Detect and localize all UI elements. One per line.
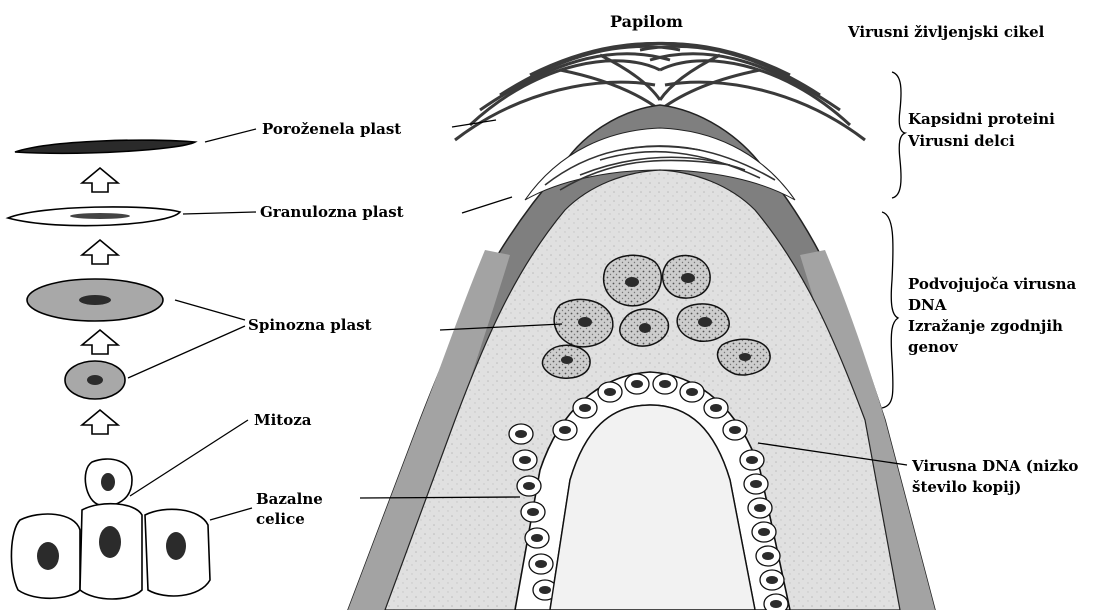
differentiation-stack — [8, 140, 210, 599]
up-arrow-icon — [82, 410, 118, 434]
basal-cell-nucleus — [758, 528, 770, 536]
label-capsid-line1: Kapsidni proteini — [908, 110, 1055, 129]
lifecycle-heading: Virusni življenjski cikel — [848, 23, 1044, 42]
basal-cell-nucleus — [762, 552, 774, 560]
label-basal-line1: Bazalne — [256, 490, 323, 509]
basal-cell-nucleus — [559, 426, 571, 434]
basal-cell-nucleus — [659, 380, 671, 388]
basal-cell-nucleus — [729, 426, 741, 434]
label-capsid-line2: Virusni delci — [908, 132, 1015, 151]
label-replication-line2: DNA — [908, 296, 946, 315]
brace-capsid — [892, 72, 905, 198]
basal-cell-nucleus — [710, 404, 722, 412]
label-spinous-layer: Spinozna plast — [248, 316, 372, 335]
basal-cell-nucleus — [631, 380, 643, 388]
basal-cell-nucleus — [754, 504, 766, 512]
basal-cell-nucleus — [770, 600, 782, 608]
basal-cell-nucleus — [746, 456, 758, 464]
up-arrow-icon — [82, 330, 118, 354]
label-cornified-layer: Poroženela plast — [262, 120, 401, 139]
basal-cell-nucleus — [750, 480, 762, 488]
brace-replication — [882, 212, 898, 408]
diagram-title: Papilom — [610, 12, 683, 31]
label-mitosis: Mitoza — [254, 411, 311, 430]
basal-cell-nucleus — [527, 508, 539, 516]
basal-cell-nucleus — [523, 482, 535, 490]
basal-cell-nucleus — [519, 456, 531, 464]
cornified-cell — [15, 140, 195, 153]
label-replication-line3: Izražanje zgodnjih — [908, 317, 1063, 336]
label-replication-line4: genov — [908, 338, 958, 357]
basal-cell-nucleus — [766, 576, 778, 584]
basal-cell-nucleus — [539, 586, 551, 594]
label-basal-line2: celice — [256, 510, 305, 529]
basal-cell-nucleus — [531, 534, 543, 542]
basal-cell-nucleus — [535, 560, 547, 568]
basal-cell-nucleus — [604, 388, 616, 396]
label-replication-line1: Podvojujoča virusna — [908, 275, 1076, 294]
label-granular-layer: Granulozna plast — [260, 203, 404, 222]
label-lowcopy-line1: Virusna DNA (nizko — [912, 457, 1078, 476]
basal-cell-nucleus — [515, 430, 527, 438]
basal-cell-nucleus — [686, 388, 698, 396]
papilloma-illustration — [348, 43, 935, 610]
label-lowcopy-line2: število kopij) — [912, 478, 1021, 497]
up-arrow-icon — [82, 168, 118, 192]
basal-cell-nucleus — [579, 404, 591, 412]
up-arrow-icon — [82, 240, 118, 264]
lifecycle-braces — [882, 72, 905, 408]
